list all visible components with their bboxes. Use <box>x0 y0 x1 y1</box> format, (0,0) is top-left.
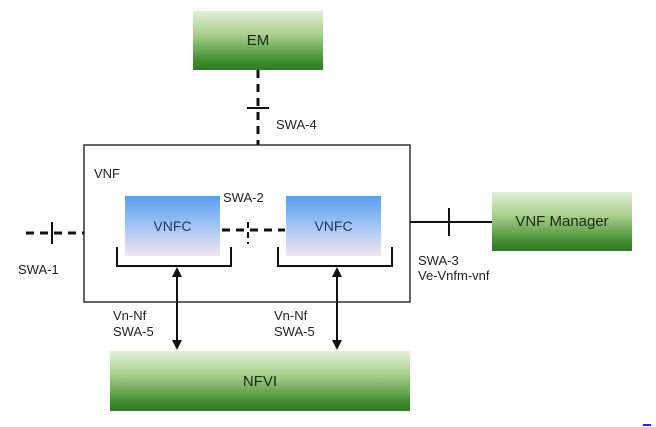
swa4-label: SWA-4 <box>276 117 317 132</box>
swa3-ref-label: Ve-Vnfm-vnf <box>418 268 490 283</box>
swa5-left-label: SWA-5 <box>113 324 154 339</box>
corner-mark <box>643 424 651 426</box>
vnf-manager-label: VNF Manager <box>515 213 609 230</box>
vnf-container-border <box>83 144 411 303</box>
em-box: EM <box>193 11 323 70</box>
nfvi-label: NFVI <box>242 372 278 390</box>
swa5-left-ref-label: Vn-Nf <box>113 308 147 323</box>
vnf-manager-box: VNF Manager <box>492 192 632 251</box>
swa5-right-arrow-up <box>332 267 342 277</box>
swa5-right-arrow-down <box>332 340 342 350</box>
swa5-right-label: SWA-5 <box>274 324 315 339</box>
nfvi-box: NFVI <box>110 351 410 411</box>
vnfc-left-box: VNFC <box>125 196 220 256</box>
swa2-label: SWA-2 <box>223 190 264 205</box>
swa5-left-arrow-up <box>172 267 182 277</box>
vnf-label: VNF <box>94 166 120 181</box>
swa3-label: SWA-3 <box>418 253 459 268</box>
vnfc-right-box: VNFC <box>286 196 381 256</box>
swa1-label: SWA-1 <box>18 262 59 277</box>
vnfc-left-label: VNFC <box>153 218 192 234</box>
swa5-left-arrow-down <box>172 340 182 350</box>
em-label: EM <box>246 32 270 49</box>
swa5-right-ref-label: Vn-Nf <box>274 308 308 323</box>
vnfc-right-label: VNFC <box>314 218 353 234</box>
vnfc-right-bracket <box>277 247 393 267</box>
vnfc-left-bracket <box>116 247 232 267</box>
